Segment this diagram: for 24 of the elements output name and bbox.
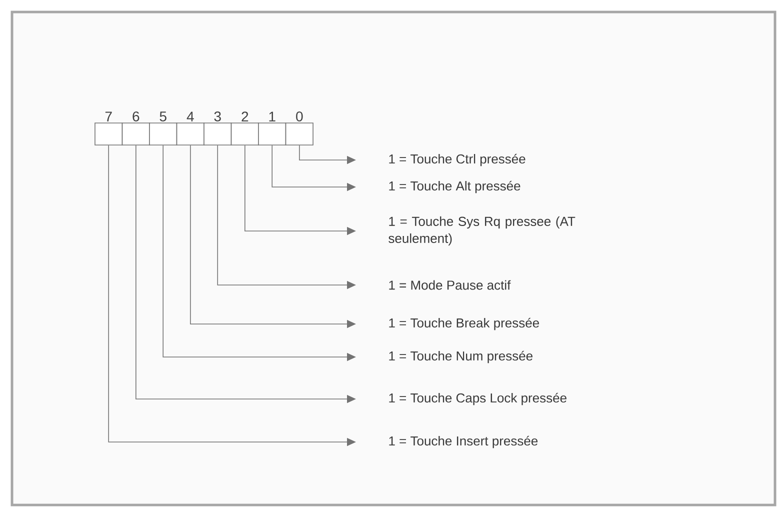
description-text: 1 = Mode Pause actif: [389, 280, 511, 290]
node-label: 3: [214, 111, 221, 122]
node-label: 4: [186, 112, 194, 122]
bit-cell: 4: [176, 112, 204, 146]
description-text: 1 = Touche Break pressée: [389, 318, 539, 330]
description-text: 1 = Touche Ctrl pressée: [389, 154, 526, 166]
bit-cell: 1: [258, 112, 286, 146]
node-label: 2: [242, 112, 248, 122]
node-label: 0: [296, 111, 303, 122]
bit-cell: 5: [149, 112, 178, 146]
bit-cell: 2: [230, 112, 259, 146]
bit-cell: 6: [122, 111, 150, 146]
bit-cell: 7: [94, 112, 123, 146]
bit-cell: 0: [285, 111, 314, 146]
description-text: 1 = Touche Alt pressée: [389, 180, 520, 194]
description-text: 1 = Touche Insert pressée: [389, 436, 538, 448]
description-text: 1 = Touche Caps Lock pressée: [389, 392, 566, 406]
description-text: 1 = Touche Sys Rq pressee (AT seulement): [388, 216, 576, 246]
node-label: 7: [105, 112, 112, 122]
node-label: 1: [269, 112, 276, 122]
bit-cell: 3: [204, 111, 232, 146]
node-label: 6: [132, 111, 140, 122]
description-text: 1 = Touche Num pressée: [389, 350, 532, 364]
node-label: 5: [160, 112, 166, 122]
